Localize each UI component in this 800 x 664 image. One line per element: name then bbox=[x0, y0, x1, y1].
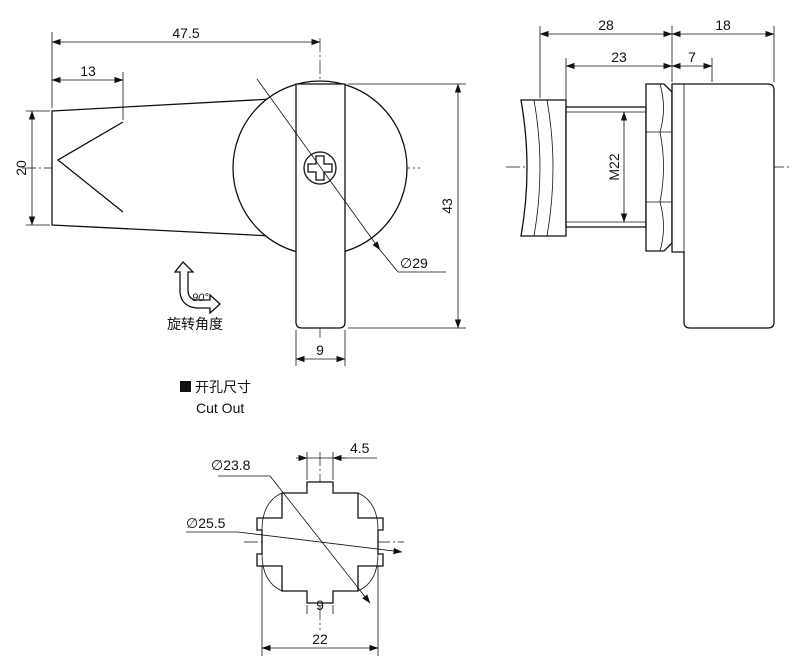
cutout-arcs bbox=[261, 492, 379, 592]
side-view: M22 28 18 23 7 bbox=[506, 17, 790, 329]
outer-dia-label: ∅25.5 bbox=[186, 515, 226, 531]
total-height-label: 43 bbox=[439, 198, 455, 214]
front-view: ∅29 47.5 13 20 43 9 90° 旋转角度 bbox=[13, 25, 466, 366]
handle-blade bbox=[295, 83, 346, 329]
rotation-angle-label: 90° bbox=[192, 292, 209, 304]
blade-width-label: 9 bbox=[316, 342, 324, 358]
hex-nut bbox=[645, 83, 673, 252]
disc-diameter-label: ∅29 bbox=[400, 255, 428, 271]
lever-tip-notch bbox=[56, 121, 124, 213]
disc-diameter-leader-elbow bbox=[379, 249, 399, 273]
cross-screw-slot bbox=[307, 155, 333, 181]
rotation-arrow-icon bbox=[173, 261, 221, 315]
cross-screw bbox=[303, 151, 337, 185]
threaded-body bbox=[565, 106, 647, 228]
inner-dia-label: ∅23.8 bbox=[211, 457, 251, 473]
inner-dia-leader bbox=[269, 475, 371, 604]
side-body-label: 23 bbox=[611, 49, 627, 65]
key-label: 4.5 bbox=[350, 440, 370, 456]
cutout-title-cn: 开孔尺寸 bbox=[195, 380, 251, 396]
hex-nut-chamfer bbox=[659, 83, 664, 252]
side-total-label: 28 bbox=[598, 17, 614, 33]
cutout-outline bbox=[256, 481, 384, 604]
cutout-view: 开孔尺寸 Cut Out ∅23.8 4.5 ∅25.5 9 22 bbox=[180, 380, 404, 656]
rotation-caption: 旋转角度 bbox=[167, 317, 223, 333]
bottom-key-label: 9 bbox=[316, 597, 324, 613]
cutout-title-en: Cut Out bbox=[196, 400, 244, 416]
side-lever-section bbox=[520, 99, 567, 237]
lever-length-label: 47.5 bbox=[172, 25, 199, 41]
width-label: 22 bbox=[312, 631, 328, 647]
lever-height-label: 20 bbox=[13, 160, 29, 176]
cutout-title-bullet bbox=[180, 381, 191, 392]
side-nut-label: 7 bbox=[688, 49, 696, 65]
side-rear-label: 18 bbox=[715, 17, 731, 33]
side-lever-inner-line bbox=[533, 99, 541, 237]
side-lever-inner-line-2 bbox=[546, 99, 554, 237]
thread-label: M22 bbox=[606, 153, 622, 180]
disc-diameter-leader bbox=[256, 78, 381, 251]
rear-housing bbox=[671, 83, 775, 329]
outer-dia-leader bbox=[237, 531, 403, 555]
lever-tip-label: 13 bbox=[80, 63, 96, 79]
